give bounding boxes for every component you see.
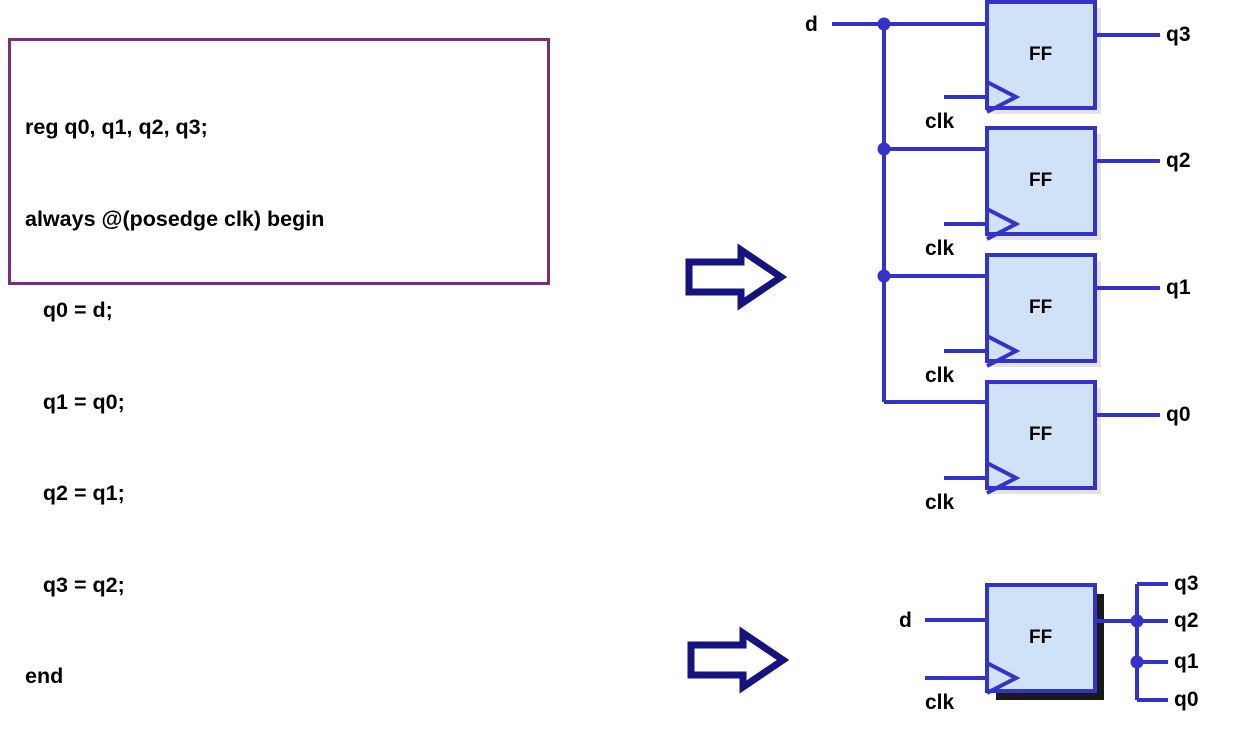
- code-line: q3 = q2;: [25, 572, 125, 597]
- ff3-clock-triangle-icon: [986, 334, 1021, 368]
- label-fanout-q3: q3: [1174, 572, 1199, 595]
- junction-dot-ff1: [877, 17, 891, 31]
- ff1-label: FF: [1029, 44, 1053, 65]
- code-line: q2 = q1;: [25, 481, 125, 505]
- junction-dot-ff3: [877, 269, 891, 283]
- ff3-label: FF: [1029, 297, 1053, 318]
- label-fanout-q0: q0: [1174, 688, 1199, 711]
- single-ff-label: FF: [1029, 627, 1053, 648]
- ff4-label: FF: [1029, 424, 1053, 445]
- label-clk-ff3: clk: [925, 364, 955, 387]
- ff2-clock-triangle-icon: [986, 207, 1021, 241]
- verilog-code-panel: reg q0, q1, q2, q3; always @(posedge clk…: [8, 38, 550, 688]
- code-line: end: [25, 664, 64, 688]
- junction-dot-ff2: [877, 142, 891, 156]
- diagram-canvas: reg q0, q1, q2, q3; always @(posedge clk…: [8, 0, 1199, 714]
- label-q2-output: q2: [1166, 149, 1191, 172]
- label-q0-output: q0: [1166, 403, 1191, 426]
- ff4-clock-triangle-icon: [986, 461, 1021, 495]
- label-single-d-input: d: [899, 609, 912, 632]
- label-single-clk: clk: [925, 691, 955, 714]
- label-clk-ff2: clk: [925, 237, 955, 260]
- label-clk-ff4: clk: [925, 491, 955, 514]
- label-fanout-q1: q1: [1174, 650, 1199, 673]
- label-d-input: d: [805, 13, 818, 36]
- arrow-to-shift-register-icon: [685, 243, 788, 311]
- label-q1-output: q1: [1166, 276, 1191, 299]
- code-line: reg q0, q1, q2, q3;: [25, 115, 208, 139]
- fanout-dot-q1: [1130, 655, 1144, 669]
- code-line: always @(posedge clk) begin: [25, 206, 325, 231]
- arrow-to-single-ff-icon: [687, 626, 790, 694]
- code-line: q0 = d;: [25, 298, 113, 322]
- schematic-svg: [685, 0, 1168, 702]
- label-fanout-q2: q2: [1174, 609, 1199, 632]
- label-clk-ff1: clk: [925, 110, 955, 133]
- ff1-clock-triangle-icon: [986, 80, 1021, 114]
- single-ff-clock-triangle-icon: [986, 661, 1021, 695]
- fanout-dot-q2: [1130, 614, 1144, 628]
- code-line: q1 = q0;: [25, 389, 125, 414]
- label-q3-output: q3: [1166, 23, 1191, 46]
- verilog-code-text: reg q0, q1, q2, q3; always @(posedge clk…: [25, 51, 543, 753]
- ff2-label: FF: [1029, 170, 1053, 191]
